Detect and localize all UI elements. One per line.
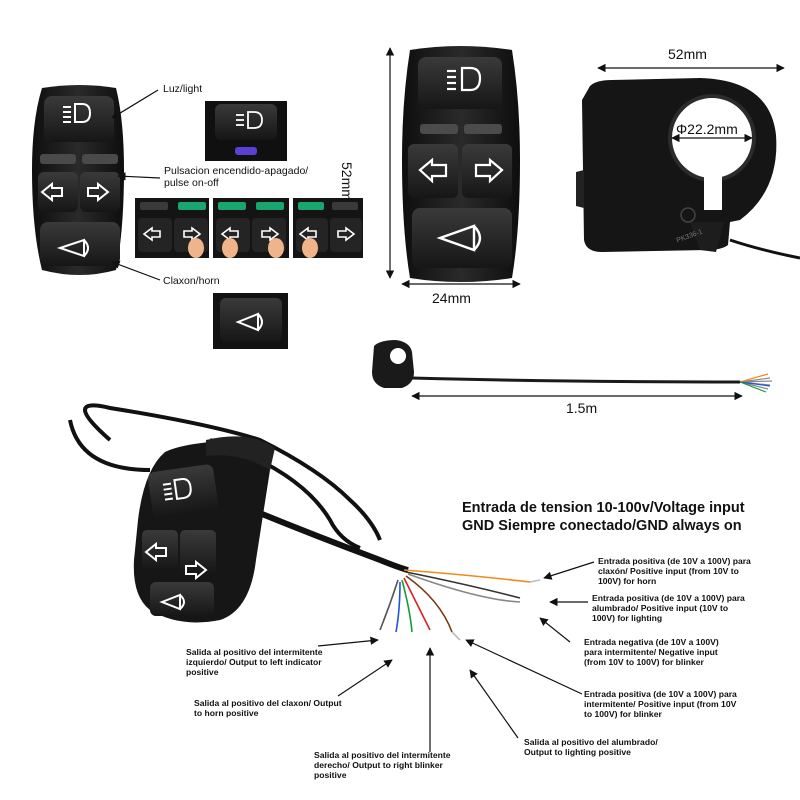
blinker-negative-label: Entrada negativa (de 10V a 100V) para in… xyxy=(584,637,719,668)
horn-input-label: Entrada positiva (de 10V a 100V) para cl… xyxy=(598,556,751,587)
switch-with-wiring xyxy=(68,403,409,623)
voltage-input-title: Entrada de tension 10-100v/Voltage input xyxy=(462,500,745,516)
blinker-negative-arrow xyxy=(539,617,571,643)
horn-input-arrow xyxy=(543,561,595,580)
left-indicator-output-label: Salida al positivo del intermitente izqu… xyxy=(186,647,323,678)
light-leader xyxy=(111,89,159,119)
horn-leader xyxy=(111,260,161,281)
blinker-detail-photos xyxy=(135,198,363,258)
lighting-output-arrow xyxy=(469,669,519,739)
blinker-positive-label: Entrada positiva (de 10V a 100V) para in… xyxy=(584,689,737,720)
cable-length-view xyxy=(372,340,773,393)
inner-diameter-dimension: Φ22.2mm xyxy=(676,121,738,137)
switch-side-view xyxy=(576,78,800,260)
cable-length-dimension: 1.5m xyxy=(566,400,598,416)
height-dimension: 52mm xyxy=(339,162,355,201)
left-indicator-arrow xyxy=(317,636,379,647)
width-top-dimension: 52mm xyxy=(668,46,707,62)
horn-output-arrow xyxy=(337,659,393,697)
lighting-output-label: Salida al positivo del alumbrado/ Output… xyxy=(524,737,658,758)
pulse-leader xyxy=(117,172,161,181)
light-detail-photo xyxy=(205,101,287,161)
horn-output-label: Salida al positivo del claxon/ Output to… xyxy=(194,698,342,719)
gnd-note: GND Siempre conectado/GND always on xyxy=(462,518,742,534)
lighting-input-label: Entrada positiva (de 10V a 100V) para al… xyxy=(592,593,745,624)
blinker-positive-arrow xyxy=(465,639,583,695)
switch-front-view xyxy=(32,85,124,275)
horn-label: Claxon/horn xyxy=(163,275,220,287)
right-blinker-output-label: Salida al positivo del intermitente dere… xyxy=(314,750,451,781)
horn-detail-photo xyxy=(213,293,288,349)
pulse-label: Pulsacion encendido-apagado/ pulse on-of… xyxy=(164,165,309,189)
width-bottom-dimension: 24mm xyxy=(432,290,471,306)
light-label: Luz/light xyxy=(163,83,203,95)
wire-fan xyxy=(379,569,541,641)
switch-dimension-view xyxy=(402,46,520,282)
